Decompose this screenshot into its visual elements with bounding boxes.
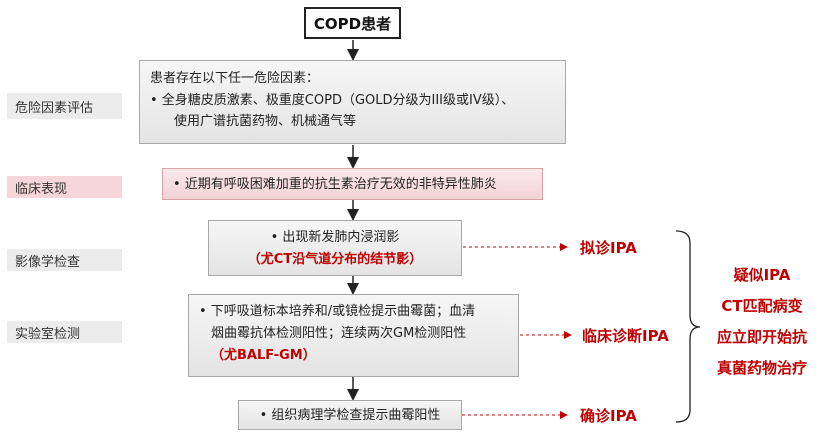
result-clinical-ipa: 临床诊断IPA — [582, 327, 669, 345]
imaging-line-1: • 出现新发肺内浸润影 — [270, 230, 400, 245]
imaging-line-2: （尤CT沿气道分布的结节影） — [247, 252, 423, 267]
risk-intro: 患者存在以下任一危险因素： — [150, 71, 320, 86]
lab-line-2: 烟曲霉抗体检测阳性；连续两次GM检测阳性 — [211, 326, 467, 341]
pathology-text: • 组织病理学检查提示曲霉阳性 — [259, 407, 441, 423]
note-line-2: CT匹配病变 — [721, 297, 803, 315]
note-line-1: 疑似IPA — [733, 266, 791, 284]
risk-factors-box: 患者存在以下任一危险因素： • 全身糖皮质激素、极重度COPD（GOLD分级为I… — [139, 60, 566, 144]
copd-patient-label: COPD患者 — [313, 14, 392, 33]
risk-line-1: • 全身糖皮质激素、极重度COPD（GOLD分级为III级或IV级）、 — [150, 93, 515, 108]
result-confirmed-ipa: 确诊IPA — [580, 407, 637, 425]
lab-line-1: • 下呼吸道标本培养和/或镜检提示曲霉菌；血清 — [199, 304, 476, 319]
copd-patient-box: COPD患者 — [304, 7, 401, 39]
imaging-box: • 出现新发肺内浸润影 （尤CT沿气道分布的结节影） — [208, 220, 462, 276]
right-bracket — [675, 230, 701, 423]
note-line-4: 真菌药物治疗 — [716, 359, 807, 377]
lab-box: • 下呼吸道标本培养和/或镜检提示曲霉菌；血清 烟曲霉抗体检测阳性；连续两次GM… — [188, 294, 519, 377]
lab-line-3: （尤BALF-GM） — [211, 348, 316, 363]
risk-line-2: 使用广谱抗菌药物、机械通气等 — [174, 114, 357, 129]
clinical-text: • 近期有呼吸困难加重的抗生素治疗无效的非特异性肺炎 — [173, 176, 497, 192]
right-treatment-note: 疑似IPA CT匹配病变 应立即开始抗 真菌药物治疗 — [706, 260, 818, 384]
label-lab-tests: 实验室检测 — [7, 321, 122, 343]
result-proposed-ipa: 拟诊IPA — [580, 239, 637, 257]
label-risk-assessment: 危险因素评估 — [7, 93, 122, 119]
label-clinical-presentation: 临床表现 — [7, 176, 122, 198]
clinical-presentation-box: • 近期有呼吸困难加重的抗生素治疗无效的非特异性肺炎 — [162, 168, 543, 200]
note-line-3: 应立即开始抗 — [716, 328, 807, 346]
pathology-box: • 组织病理学检查提示曲霉阳性 — [238, 400, 462, 430]
label-imaging: 影像学检查 — [7, 249, 122, 271]
